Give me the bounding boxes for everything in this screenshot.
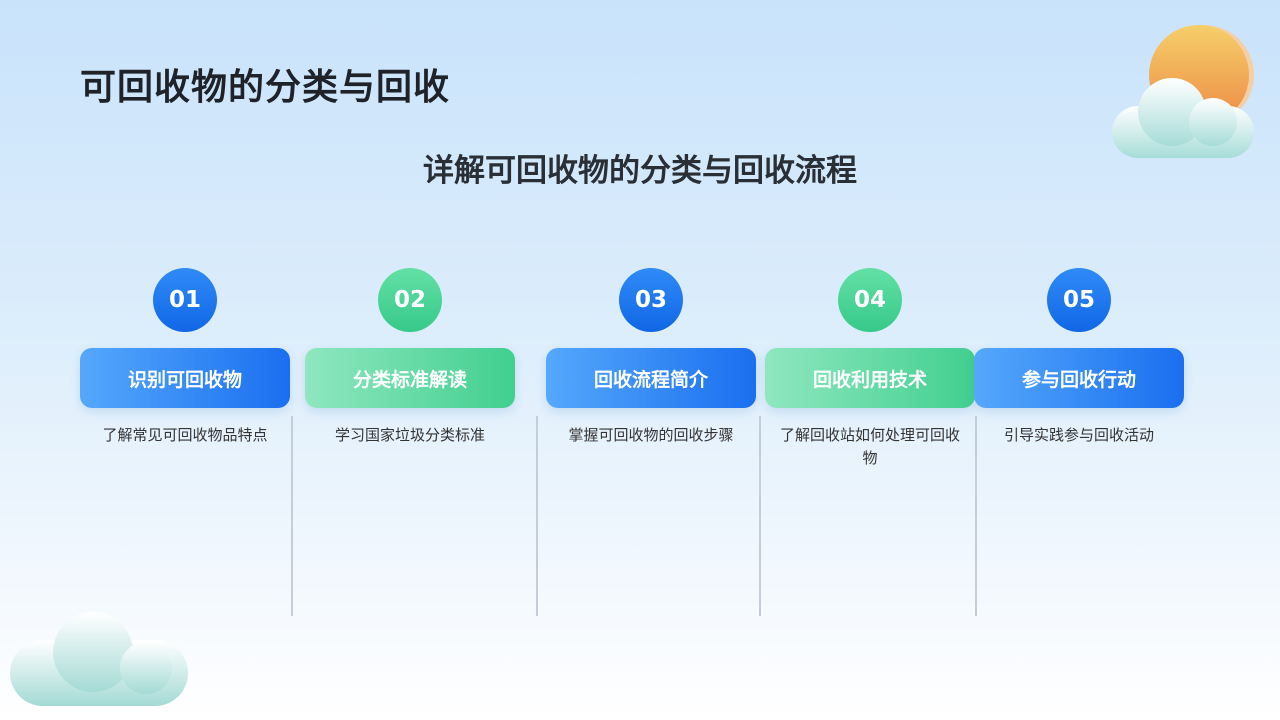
step-label: 识别可回收物 — [80, 348, 290, 408]
step-number-badge: 05 — [1047, 268, 1111, 332]
divider — [975, 416, 977, 616]
step-number-badge: 04 — [838, 268, 902, 332]
step-5: 05 参与回收行动 引导实践参与回收活动 — [974, 268, 1184, 447]
divider — [536, 416, 538, 616]
page-title: 可回收物的分类与回收 — [80, 67, 451, 108]
step-description: 掌握可回收物的回收步骤 — [568, 426, 734, 444]
step-description: 学习国家垃圾分类标准 — [334, 426, 485, 444]
step-description: 了解常见可回收物品特点 — [102, 426, 268, 444]
step-number-badge: 01 — [153, 268, 217, 332]
step-description: 了解回收站如何处理可回收物 — [779, 426, 960, 467]
step-number-badge: 02 — [378, 268, 442, 332]
page-subtitle: 详解可回收物的分类与回收流程 — [423, 153, 857, 189]
step-label: 参与回收行动 — [974, 348, 1184, 408]
step-1: 01 识别可回收物 了解常见可回收物品特点 — [80, 268, 290, 447]
divider — [759, 416, 761, 616]
cloud-icon — [10, 612, 188, 706]
step-number-badge: 03 — [619, 268, 683, 332]
step-label: 回收利用技术 — [765, 348, 975, 408]
step-2: 02 分类标准解读 学习国家垃圾分类标准 — [305, 268, 515, 447]
step-4: 04 回收利用技术 了解回收站如何处理可回收物 — [765, 268, 975, 470]
step-description: 引导实践参与回收活动 — [1003, 426, 1154, 444]
step-3: 03 回收流程简介 掌握可回收物的回收步骤 — [546, 268, 756, 447]
divider — [291, 416, 293, 616]
step-label: 分类标准解读 — [305, 348, 515, 408]
step-label: 回收流程简介 — [546, 348, 756, 408]
cloud-icon — [1112, 78, 1254, 158]
sun-cloud-decoration — [1112, 25, 1254, 158]
